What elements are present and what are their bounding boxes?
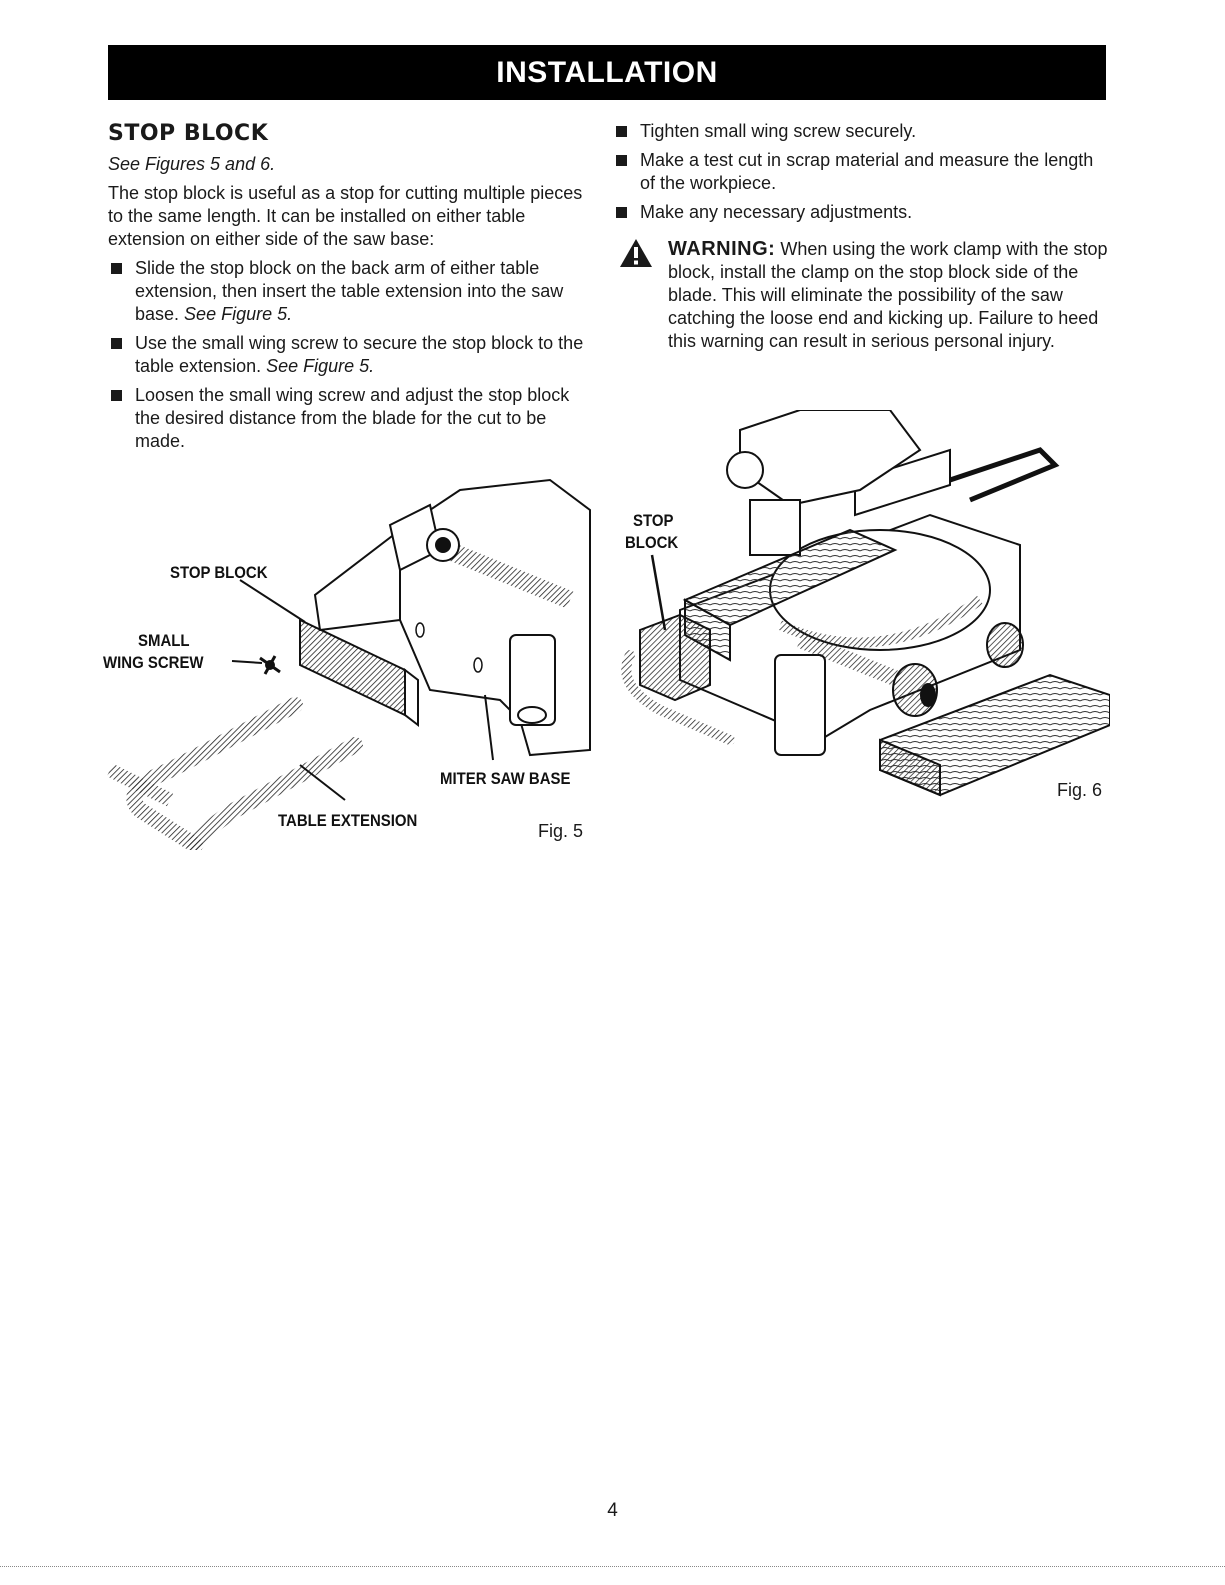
list-item: Use the small wing screw to secure the s… <box>108 332 596 378</box>
bullet-text: Tighten small wing screw securely. <box>640 121 917 141</box>
left-bullet-list: Slide the stop block on the back arm of … <box>108 257 596 453</box>
callout-block: BLOCK <box>625 533 679 552</box>
bullet-text: Make a test cut in scrap material and me… <box>640 150 1094 193</box>
callout-miter-saw-base: MITER SAW BASE <box>440 769 571 788</box>
bullet-text: Use the small wing screw to secure the s… <box>135 333 584 376</box>
right-column: Tighten small wing screw securely. Make … <box>613 120 1113 353</box>
page-number: 4 <box>607 1500 618 1521</box>
bullet-text: Slide the stop block on the back arm of … <box>135 258 564 324</box>
figure-reference: See Figure 5. <box>184 304 293 324</box>
figure-6: STOP BLOCK Fig. 6 <box>620 410 1110 810</box>
warning-text: When using the work clamp with the stop … <box>668 239 1108 351</box>
bullet-text: Make any necessary adjustments. <box>640 202 913 222</box>
figure-5: STOP BLOCK SMALL WING SCREW MITER SAW BA… <box>100 470 600 850</box>
list-item: Loosen the small wing screw and adjust t… <box>108 384 596 453</box>
callout-small: SMALL <box>138 631 190 650</box>
callout-wing-screw: WING SCREW <box>103 653 204 672</box>
intro-paragraph: The stop block is useful as a stop for c… <box>108 183 583 249</box>
warning-block: WARNING: When using the work clamp with … <box>613 238 1113 353</box>
header-title: INSTALLATION <box>496 55 718 89</box>
bullet-square-icon <box>616 155 627 166</box>
left-column: STOP BLOCK See Figures 5 and 6. The stop… <box>108 120 596 459</box>
list-item: Tighten small wing screw securely. <box>613 120 1113 143</box>
section-header-bar: INSTALLATION <box>108 45 1106 100</box>
list-item: Make any necessary adjustments. <box>613 201 1113 224</box>
bullet-square-icon <box>111 338 122 349</box>
figure-reference: See Figure 5. <box>266 356 375 376</box>
bullet-square-icon <box>111 390 122 401</box>
callout-stop-block: STOP BLOCK <box>170 563 268 582</box>
callout-table-extension: TABLE EXTENSION <box>278 811 418 830</box>
section-title: STOP BLOCK <box>108 121 269 146</box>
figure-5-label: Fig. 5 <box>538 821 584 841</box>
figure-6-illustration <box>621 410 1110 797</box>
figure-5-illustration <box>106 478 591 850</box>
warning-label: WARNING: <box>668 238 776 260</box>
wing-screw-icon <box>259 655 281 675</box>
bottom-divider <box>0 1566 1225 1568</box>
list-item: Slide the stop block on the back arm of … <box>108 257 596 326</box>
list-item: Make a test cut in scrap material and me… <box>613 149 1113 195</box>
warning-triangle-icon <box>620 239 652 267</box>
right-bullet-list: Tighten small wing screw securely. Make … <box>613 120 1113 224</box>
bullet-square-icon <box>616 207 627 218</box>
bullet-square-icon <box>616 126 627 137</box>
bullet-text: Loosen the small wing screw and adjust t… <box>135 385 570 451</box>
bullet-square-icon <box>111 263 122 274</box>
figure-6-label: Fig. 6 <box>1057 780 1103 800</box>
see-figures-note: See Figures 5 and 6. <box>108 154 276 174</box>
callout-stop: STOP <box>633 511 674 530</box>
